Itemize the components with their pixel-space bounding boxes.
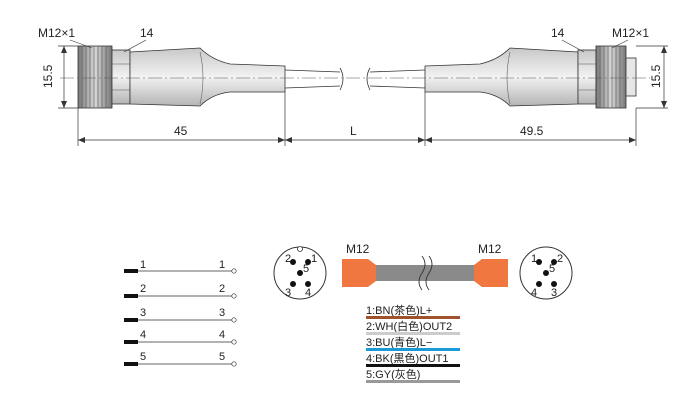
wire-4: [124, 339, 237, 345]
cable-assembly: M12 M12: [342, 242, 508, 291]
pin-right-3: 3: [219, 307, 225, 319]
legend-swatch-1: [366, 316, 460, 319]
cable-body: [376, 265, 474, 281]
left-connector-label: M12: [346, 242, 370, 256]
length-dimensions: [77, 92, 637, 146]
right-wrench-label: 14: [551, 26, 565, 40]
left-wrench-label: 14: [140, 26, 154, 40]
wire-5: [124, 361, 237, 367]
legend-item-1: 1:BN(茶色)L+: [366, 303, 432, 317]
legend-item-2: 2:WH(白色)OUT2: [366, 319, 452, 333]
left-face-pin-1: 1: [311, 253, 317, 265]
legend-item-3: 3:BU(青色)L−: [366, 335, 432, 349]
pin-right-1: 1: [219, 259, 225, 271]
legend-swatch-3: [366, 348, 460, 351]
length-arrows: [78, 137, 636, 143]
middle-length-label: L: [350, 124, 357, 138]
pin-right-4: 4: [219, 329, 225, 341]
wiring-schematic: 1 2 3 4 5 1 2 3 4 5: [124, 259, 237, 367]
left-face-pin-2: 2: [285, 253, 291, 265]
legend-swatch-4: [366, 364, 460, 367]
left-face-pin-4: 4: [305, 287, 311, 299]
left-connector-body: [342, 259, 376, 287]
legend-item-5: 5:GY(灰色): [366, 367, 420, 381]
pin-right-5: 5: [219, 351, 225, 363]
wire-color-legend: 1:BN(茶色)L+ 2:WH(白色)OUT2 3:BU(青色)L− 4:BK(…: [366, 303, 460, 383]
right-face-pin-5: 5: [549, 263, 555, 275]
left-connector: [77, 45, 286, 109]
right-face-pin-1: 1: [531, 253, 537, 265]
left-face-pin-5: 5: [303, 263, 309, 275]
right-thread-label: M12×1: [612, 26, 649, 40]
pin-left-3: 3: [140, 307, 146, 319]
cable-top: [284, 67, 426, 91]
legend-swatch-5: [366, 380, 460, 383]
right-face-pin-3: 3: [551, 287, 557, 299]
left-face-view: 2 1 5 3 4: [273, 246, 327, 300]
right-face-pin-4: 4: [531, 287, 537, 299]
right-length-label: 49.5: [520, 124, 544, 138]
legend-item-4: 4:BK(黒色)OUT1: [366, 351, 449, 365]
pin-left-5: 5: [140, 351, 146, 363]
wire-2: [124, 293, 237, 299]
right-height-dimension: [636, 45, 668, 109]
right-face-view: 1 2 5 4 3: [519, 246, 573, 300]
right-face-pin-2: 2: [557, 253, 563, 265]
pin-right-2: 2: [219, 283, 225, 295]
wire-1: [124, 268, 237, 274]
left-thread-label: M12×1: [38, 26, 75, 40]
legend-swatch-2: [366, 332, 460, 335]
wire-3: [124, 317, 237, 323]
left-height-dimension: [58, 45, 78, 109]
left-height-label: 15.5: [41, 64, 55, 88]
right-height-label: 15.5: [649, 64, 663, 88]
right-connector-body: [474, 259, 508, 287]
right-connector: [424, 45, 637, 109]
right-connector-label: M12: [478, 242, 502, 256]
pin-left-4: 4: [140, 329, 146, 341]
left-length-label: 45: [174, 124, 188, 138]
left-face-pin-3: 3: [285, 287, 291, 299]
pin-left-1: 1: [140, 259, 146, 271]
pin-left-2: 2: [140, 283, 146, 295]
